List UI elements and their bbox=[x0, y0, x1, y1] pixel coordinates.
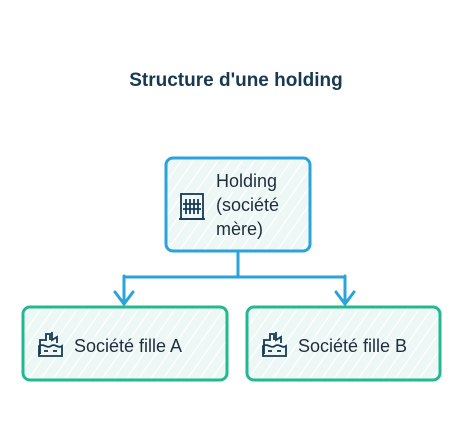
connector-lines bbox=[113, 249, 356, 307]
node-child-b: Société fille B bbox=[245, 305, 442, 382]
node-holding-box bbox=[164, 156, 312, 253]
node-holding-label-line: Holding bbox=[216, 171, 277, 191]
node-child-b-box bbox=[245, 305, 442, 382]
node-child-a-label: Société fille A bbox=[74, 336, 182, 356]
node-holding-label: Holding (société mère) bbox=[216, 171, 284, 239]
factory-icon bbox=[38, 332, 63, 357]
arrowhead-child-a bbox=[113, 290, 135, 307]
node-child-b-label: Société fille B bbox=[298, 336, 407, 356]
arrowhead-child-b bbox=[334, 290, 356, 307]
factory-icon bbox=[262, 332, 287, 357]
node-holding-label-line: mère) bbox=[216, 219, 263, 239]
office-building-icon bbox=[179, 193, 205, 220]
node-child-a: Société fille A bbox=[21, 305, 229, 382]
page-title: Structure d'une holding bbox=[129, 70, 343, 91]
node-holding: Holding (société mère) bbox=[164, 156, 312, 253]
node-child-a-box bbox=[21, 305, 229, 382]
node-holding-label-line: (société bbox=[216, 195, 279, 215]
